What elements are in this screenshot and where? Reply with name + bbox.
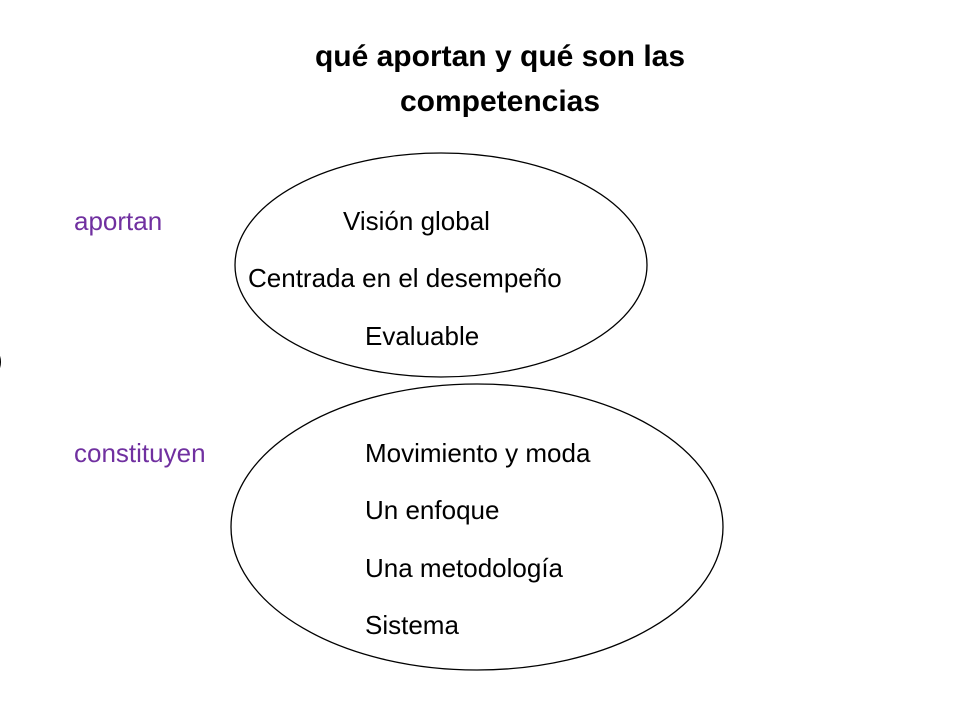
constituyen-item-movimiento-moda: Movimiento y moda [365,438,591,468]
lower-ellipse [230,383,724,671]
aportan-item-vision-global: Visión global [343,206,490,236]
aportan-item-evaluable: Evaluable [365,321,480,351]
constituyen-item-una-metodologia: Una metodología [365,553,564,583]
constituyen-item-sistema: Sistema [365,610,459,640]
slide-title-line-1: qué aportan y qué son las [314,40,686,73]
slide-title-line-2: competencias [399,85,601,118]
group-label-constituyen: constituyen [74,438,206,468]
constituyen-item-un-enfoque: Un enfoque [365,495,500,525]
upper-ellipse [234,152,648,378]
aportan-item-centrada-desempeno: Centrada en el desempeño [248,263,562,293]
group-label-aportan: aportan [74,206,163,236]
